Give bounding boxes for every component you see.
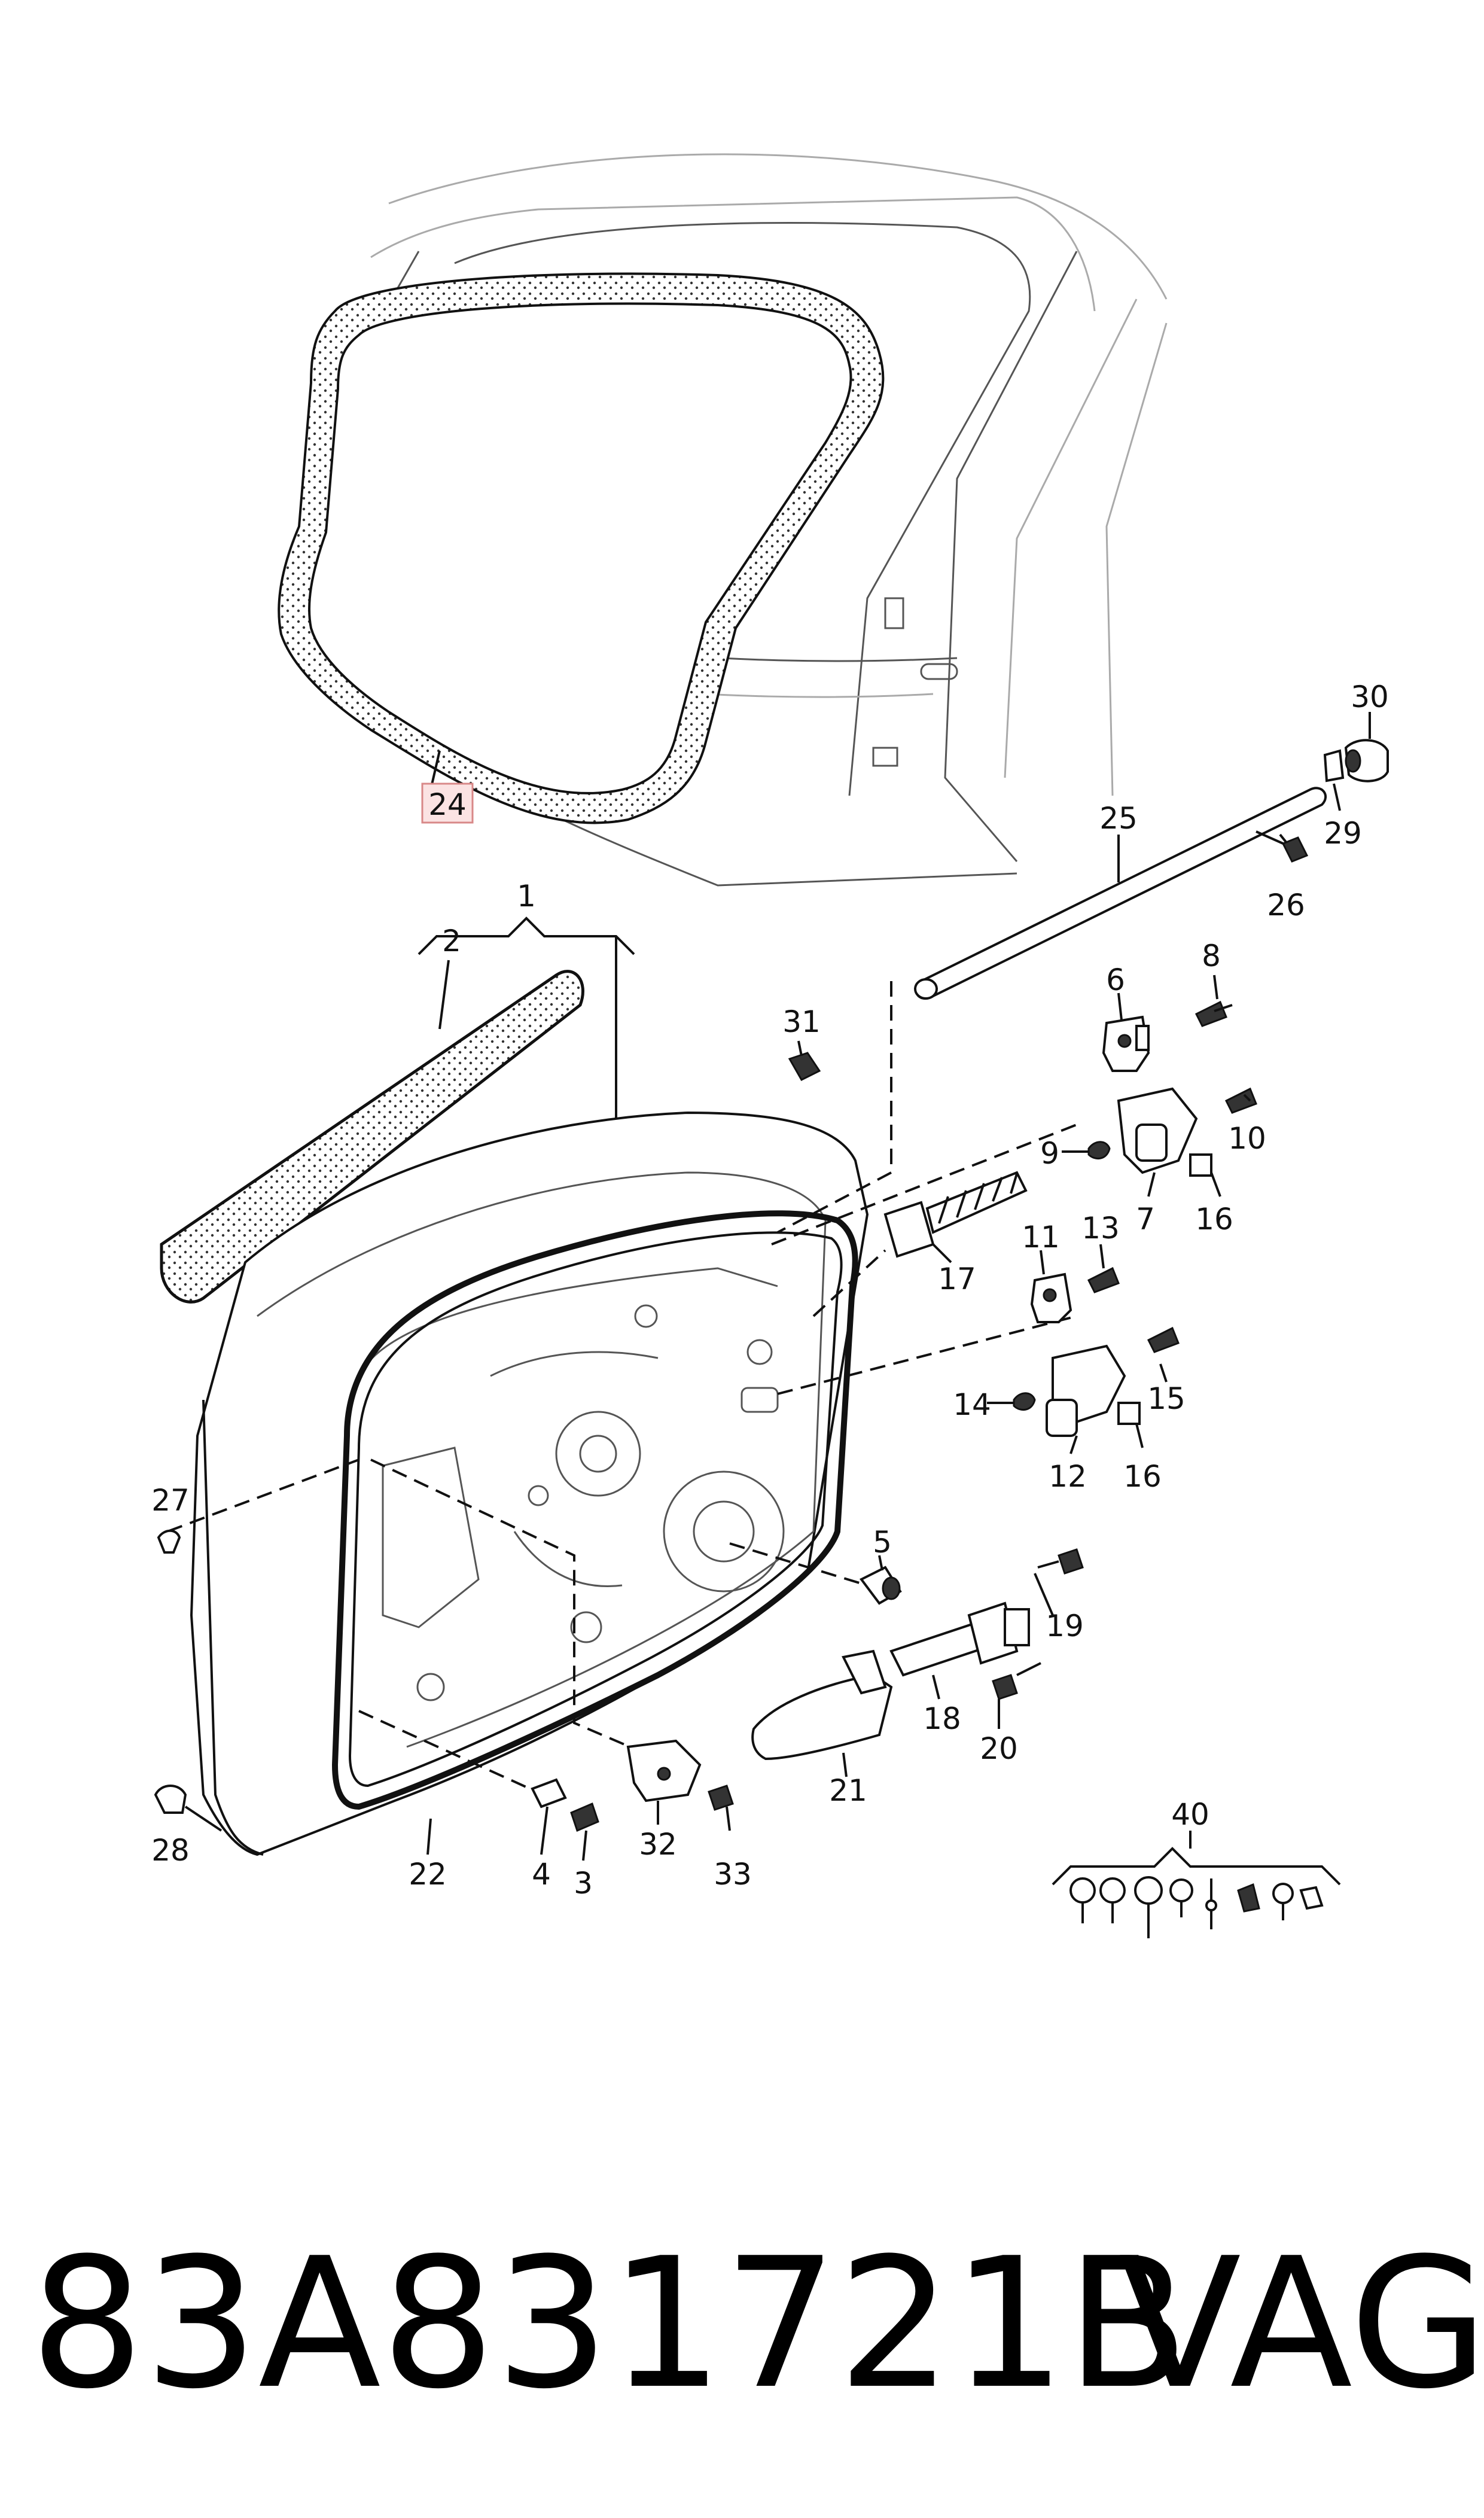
assembly-leader-lines bbox=[167, 981, 1077, 1802]
hardware-kit-40 bbox=[1052, 1831, 1341, 1938]
callout-33: 33 bbox=[714, 1857, 752, 1892]
door-seal-24 bbox=[278, 272, 885, 824]
spring-17 bbox=[883, 1171, 1028, 1263]
callout-17: 17 bbox=[938, 1262, 976, 1296]
bracket-32-bolt-33 bbox=[626, 1739, 734, 1831]
callout-11: 11 bbox=[1022, 1220, 1060, 1255]
callout-8: 8 bbox=[1202, 939, 1221, 973]
callout-24: 24 bbox=[428, 787, 467, 822]
kit-pin bbox=[1205, 1878, 1217, 1929]
callout-labels: 24 1 2 25 30 29 26 8 6 31 10 9 7 16 17 1… bbox=[151, 680, 1389, 1901]
part-number: 83A831721B bbox=[30, 2219, 1189, 2428]
kit-clip-3 bbox=[1299, 1886, 1324, 1910]
callout-40: 40 bbox=[1171, 1797, 1209, 1832]
callout-14: 14 bbox=[953, 1387, 991, 1422]
trim-strip-2 bbox=[160, 960, 584, 1304]
callout-16-lower: 16 bbox=[1123, 1459, 1162, 1494]
callout-13: 13 bbox=[1081, 1211, 1120, 1246]
bolt-31 bbox=[788, 1040, 821, 1081]
callout-15: 15 bbox=[1147, 1381, 1186, 1416]
callout-25: 25 bbox=[1099, 801, 1138, 836]
callout-10: 10 bbox=[1228, 1121, 1266, 1156]
callout-4: 4 bbox=[532, 1857, 551, 1892]
door-check-assembly bbox=[751, 1548, 1084, 1777]
brand-name: VAG bbox=[1119, 2219, 1484, 2428]
bolt-26 bbox=[1256, 830, 1309, 863]
leader-22 bbox=[426, 1818, 432, 1855]
callout-12: 12 bbox=[1049, 1459, 1087, 1494]
callout-18: 18 bbox=[923, 1701, 961, 1736]
exploded-parts-diagram: 24 1 2 25 30 29 26 8 6 31 10 9 7 16 17 1… bbox=[151, 153, 1389, 1938]
plug-5 bbox=[859, 1555, 902, 1605]
pins-3-4 bbox=[531, 1778, 599, 1861]
callout-19: 21 bbox=[829, 1773, 867, 1808]
callout-20: 19 bbox=[1046, 1609, 1084, 1643]
callout-7: 7 bbox=[1136, 1202, 1155, 1237]
callout-32: 32 bbox=[639, 1827, 677, 1862]
callout-27: 27 bbox=[151, 1483, 190, 1518]
callout-28: 29 bbox=[1324, 816, 1362, 851]
plugs-27-30 bbox=[154, 1529, 223, 1832]
upper-hinge-assembly bbox=[1062, 975, 1257, 1197]
kit-screw-4 bbox=[1169, 1878, 1193, 1917]
kit-screw-2 bbox=[1099, 1877, 1126, 1923]
callout-30: 28 bbox=[151, 1833, 190, 1868]
part-info-footer: 83A831721B VAG bbox=[0, 2225, 1484, 2423]
kit-screw-3 bbox=[1134, 1876, 1163, 1938]
group-bracket-1 bbox=[418, 917, 635, 1119]
callout-22: 22 bbox=[409, 1857, 447, 1892]
callout-highlight-box bbox=[421, 783, 474, 824]
callout-29: 30 bbox=[1351, 680, 1389, 714]
callout-2: 2 bbox=[442, 924, 461, 958]
kit-screw-1 bbox=[1069, 1877, 1096, 1923]
callout-16-upper: 16 bbox=[1195, 1202, 1233, 1237]
callout-3: 3 bbox=[574, 1866, 593, 1901]
callout-6: 6 bbox=[1106, 963, 1125, 997]
callout-1: 1 bbox=[517, 879, 536, 914]
cap-29-clip-28 bbox=[1323, 712, 1389, 811]
callout-5: 5 bbox=[873, 1525, 892, 1560]
callout-26: 26 bbox=[1267, 888, 1305, 922]
callout-21: 20 bbox=[980, 1731, 1018, 1766]
lower-hinge-assembly bbox=[987, 1244, 1180, 1454]
kit-clip-1 bbox=[1237, 1883, 1260, 1913]
callout-31: 31 bbox=[782, 1004, 821, 1039]
kit-clip-2 bbox=[1272, 1883, 1294, 1920]
rod-25 bbox=[914, 787, 1327, 1000]
callout-9: 9 bbox=[1040, 1136, 1059, 1171]
